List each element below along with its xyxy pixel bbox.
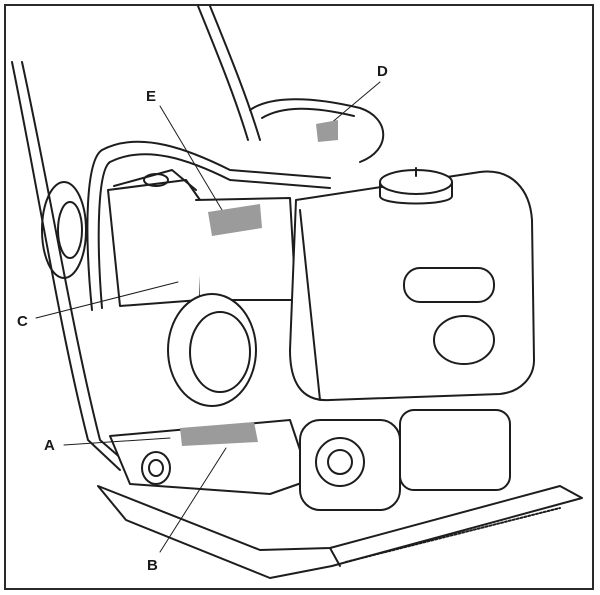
leader-line-d [329,81,381,125]
callout-b: B [147,557,158,574]
callout-d: D [377,63,388,80]
leader-line-a [63,437,171,446]
engine-block [107,179,201,307]
brand-logo-badge [433,315,495,365]
leader-line-e [159,105,223,211]
leader-line-c [35,281,179,319]
guard-tube [86,140,331,311]
base-plate [97,485,583,579]
handle-frame [11,61,121,471]
label-plate-e [208,204,262,236]
callout-e: E [146,88,157,105]
callout-c: C [17,313,28,330]
tank-slot [403,267,495,303]
label-plate-a [180,422,258,446]
engine-cover-round [167,293,257,407]
fuel-tank [289,170,535,402]
leader-line-b [159,447,227,553]
transport-wheel [41,181,87,279]
callout-a: A [44,437,55,454]
image-frame [4,4,594,590]
label-plate-d [316,120,338,142]
